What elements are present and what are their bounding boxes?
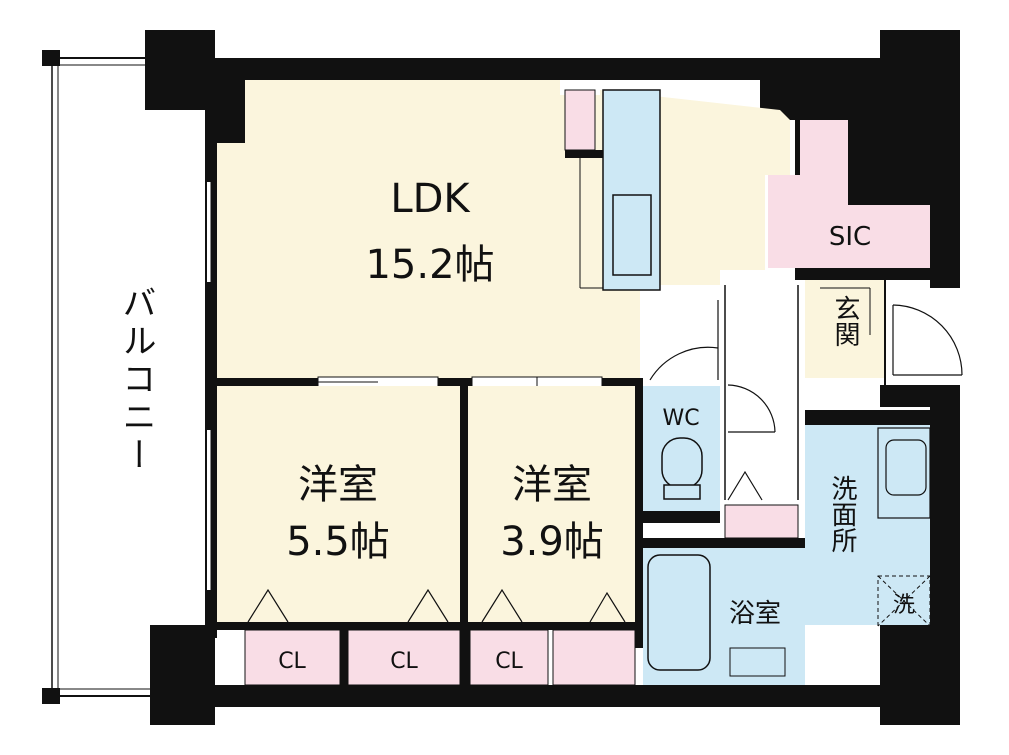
ldk-size: 15.2帖 [365, 242, 494, 288]
bath-label: 浴室 [729, 599, 781, 629]
western2-size: 3.9帖 [500, 519, 604, 565]
washer-label: 洗 [893, 593, 915, 618]
room-ldk [217, 80, 790, 378]
western1-size: 5.5帖 [286, 519, 390, 565]
ldk-window [207, 182, 212, 590]
walls [145, 30, 960, 725]
cl-label-1: CL [278, 649, 306, 674]
closets [217, 622, 636, 686]
room-western2 [468, 386, 635, 623]
room-washroom [805, 410, 931, 627]
room-western1 [217, 386, 460, 623]
room-sic [768, 120, 930, 268]
room-bath [643, 538, 805, 685]
balcony-label: バルコニー [116, 285, 156, 475]
balcony [42, 50, 150, 704]
ldk-name: LDK [390, 176, 471, 222]
cl-label-2: CL [390, 649, 418, 674]
kitchen [564, 89, 661, 291]
room-entrance [805, 280, 963, 385]
western2-name: 洋室 [512, 462, 592, 508]
cl-label-3: CL [495, 649, 523, 674]
western1-name: 洋室 [298, 462, 378, 508]
wc-label: WC [662, 406, 699, 431]
room-wc [643, 386, 720, 523]
sic-label: SIC [829, 222, 871, 252]
washroom-label: 洗面所 [827, 475, 857, 553]
entrance-label: 玄関 [830, 295, 860, 347]
